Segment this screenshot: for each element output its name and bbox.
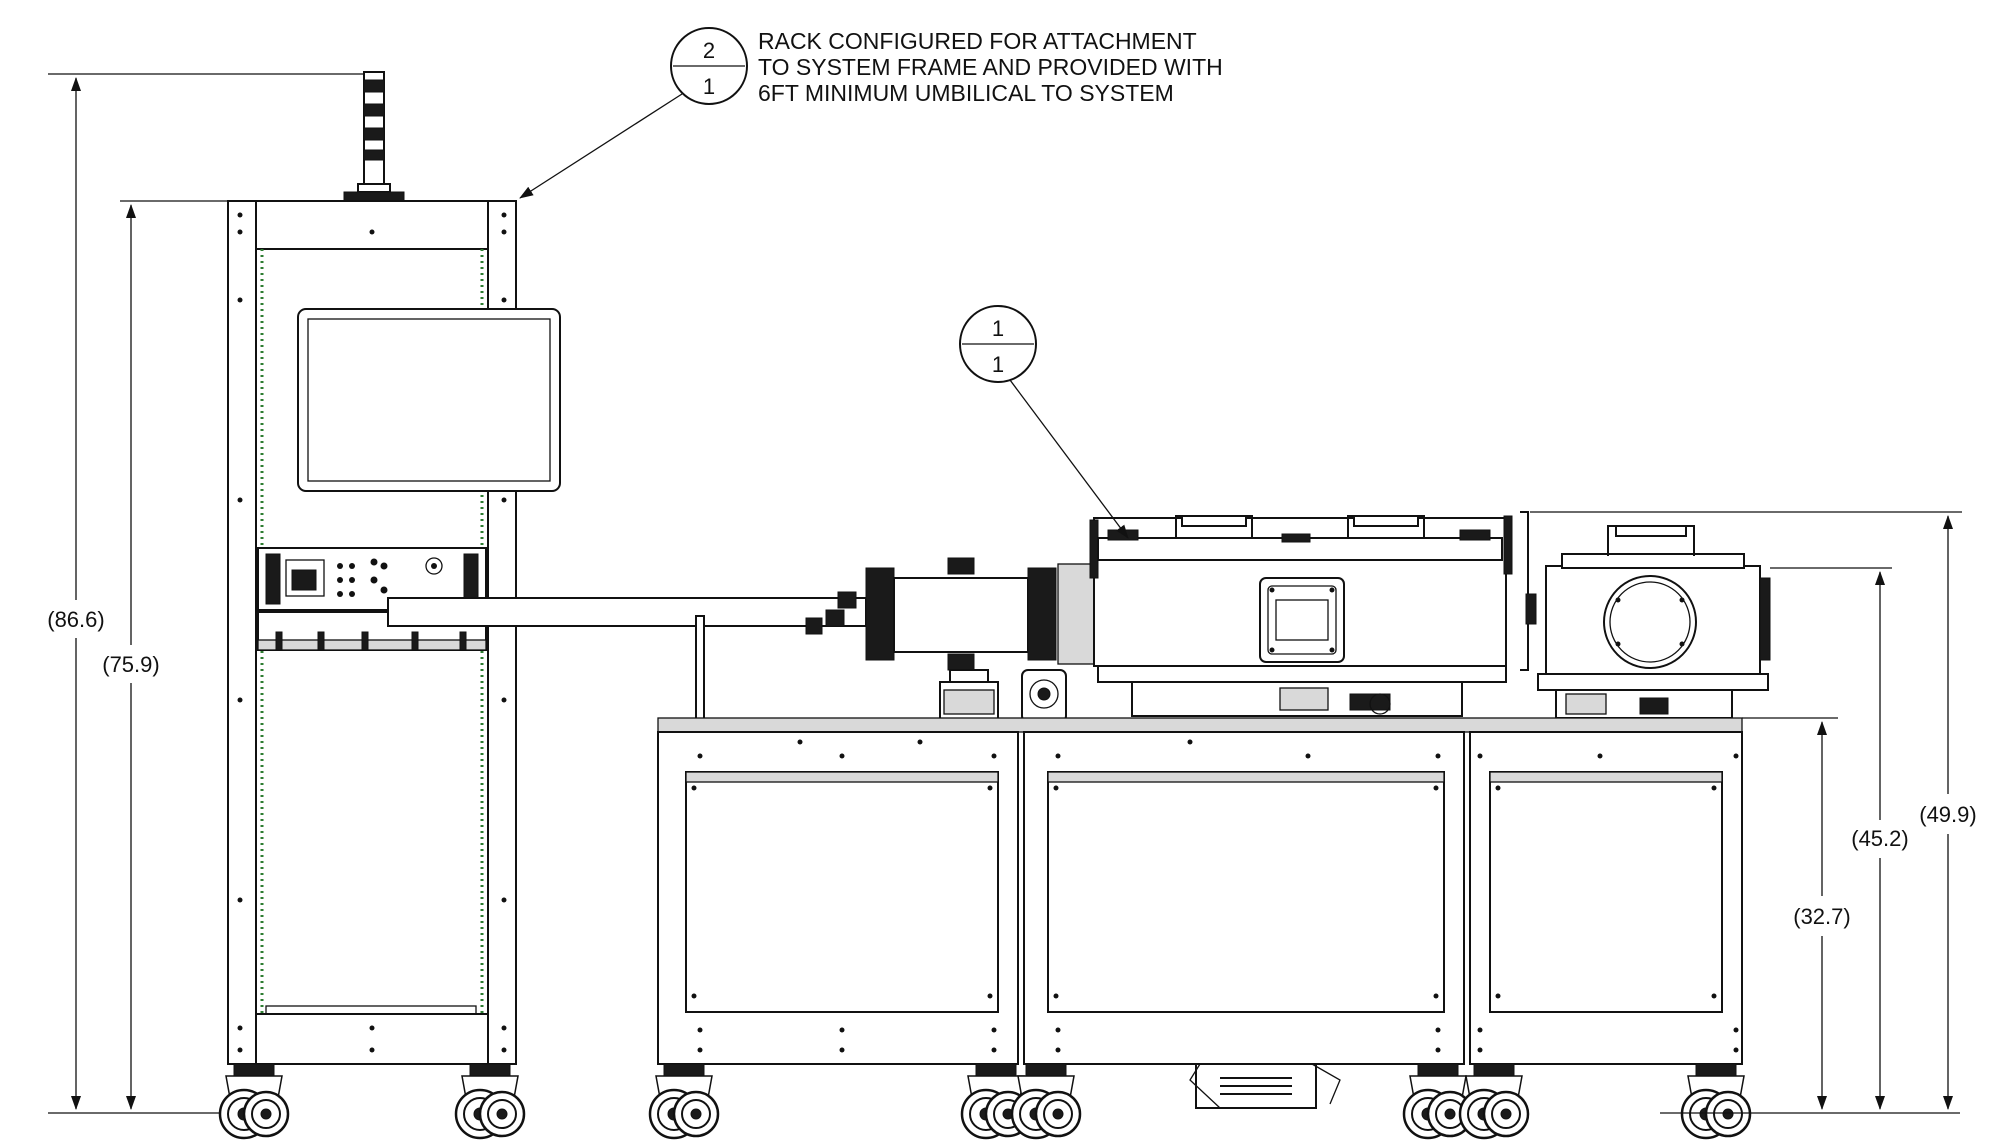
- dimension-rack-frame-label: (75.9): [102, 652, 159, 677]
- dimension-rack-frame: (75.9): [102, 200, 228, 1110]
- callout-2-1-bottom: 1: [703, 74, 715, 99]
- chamber-viewport: [1259, 577, 1345, 663]
- dimension-table-height: (32.7): [1660, 717, 1960, 1114]
- dimension-rack-overall: (86.6): [47, 73, 370, 1114]
- dimension-rack-overall-label: (86.6): [47, 607, 104, 632]
- callout-1-1-top: 1: [992, 316, 1004, 341]
- touchscreen-monitor: [297, 308, 561, 492]
- flanged-connector: [805, 557, 1095, 723]
- callout-bubble-1-1: 1 1: [959, 305, 1129, 539]
- note-line-2: TO SYSTEM FRAME AND PROVIDED WITH: [758, 54, 1223, 80]
- dimension-system-height-label: (49.9): [1919, 802, 1976, 827]
- note-line-3: 6FT MINIMUM UMBILICAL TO SYSTEM: [758, 80, 1174, 106]
- equipment-rack: [218, 71, 561, 1140]
- callout-1-1-bottom: 1: [992, 352, 1004, 377]
- system-frame: [648, 717, 1752, 1140]
- callout-bubble-2-1: 2 1: [519, 27, 748, 199]
- callout-2-1-top: 2: [703, 38, 715, 63]
- note-line-1: RACK CONFIGURED FOR ATTACHMENT: [758, 28, 1197, 54]
- dimension-system-height: (49.9): [1530, 511, 1977, 1110]
- dimension-table-height-label: (32.7): [1793, 904, 1850, 929]
- dimension-chamber-height-label: (45.2): [1851, 826, 1908, 851]
- note-text: RACK CONFIGURED FOR ATTACHMENT TO SYSTEM…: [758, 28, 1223, 106]
- signal-tower-light: [343, 71, 405, 202]
- process-chamber: [1089, 515, 1513, 717]
- dimension-chamber-height: (45.2): [1770, 567, 1909, 1110]
- loadlock-chamber: [1520, 511, 1771, 719]
